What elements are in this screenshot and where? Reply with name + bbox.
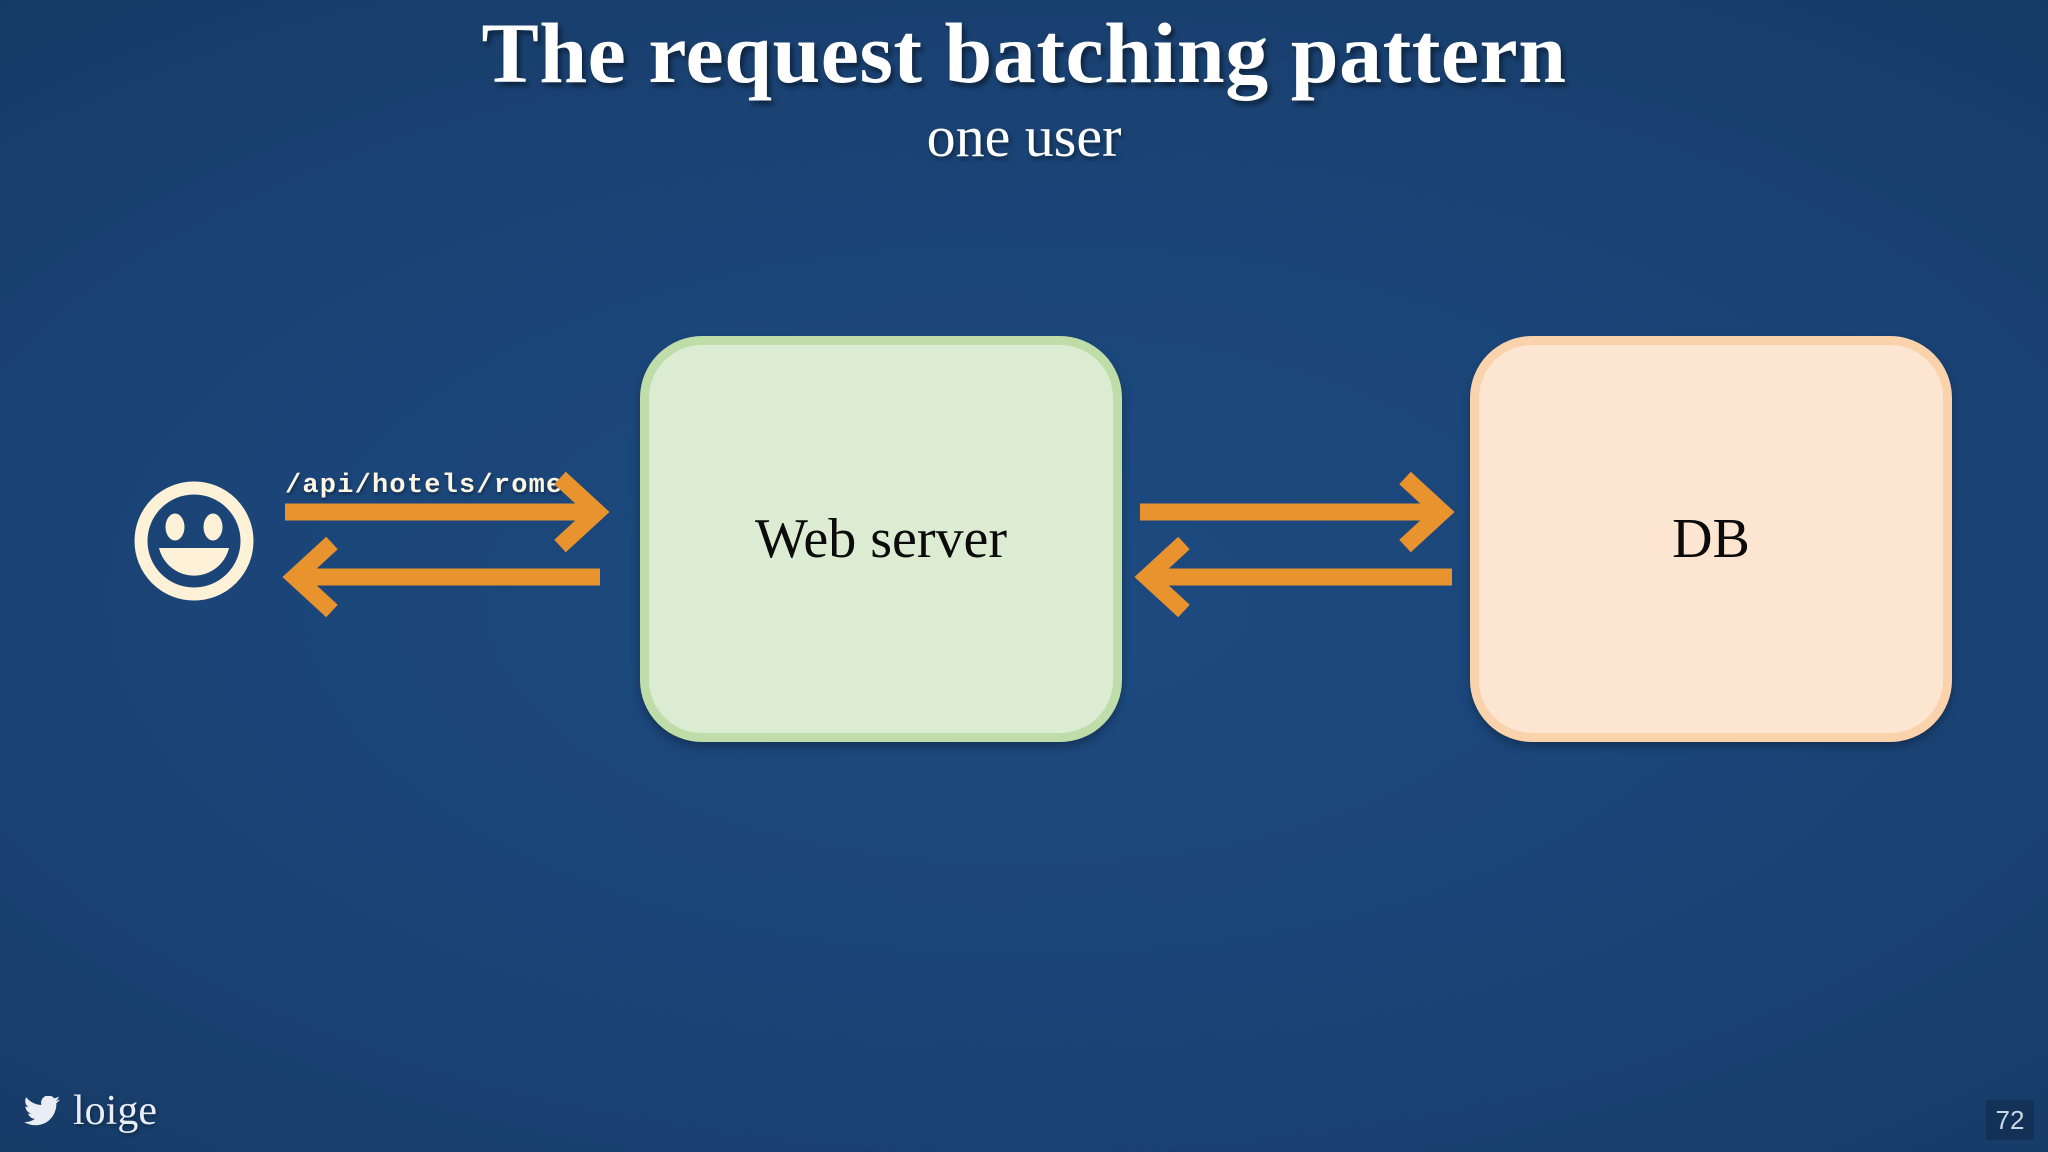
page-number: 72 [1986, 1100, 2034, 1140]
arrow-db-to-web-server [1134, 536, 1452, 618]
page-title: The request batching pattern [481, 5, 1567, 101]
page-subtitle: one user [926, 104, 1122, 169]
social-handle-text: loige [73, 1088, 157, 1134]
arrow-web-server-to-user [282, 536, 600, 618]
twitter-bird-icon [24, 1096, 60, 1126]
node-web-server[interactable]: Web server [640, 336, 1122, 742]
request-path-label: /api/hotels/rome [285, 471, 564, 501]
node-db-label: DB [1672, 508, 1750, 570]
node-web-server-label: Web server [754, 508, 1008, 570]
smiley-face-icon [134, 481, 254, 601]
footer-social-handle[interactable]: loige [24, 1090, 157, 1132]
arrow-web-server-to-db [1140, 471, 1455, 553]
node-db[interactable]: DB [1470, 336, 1952, 742]
